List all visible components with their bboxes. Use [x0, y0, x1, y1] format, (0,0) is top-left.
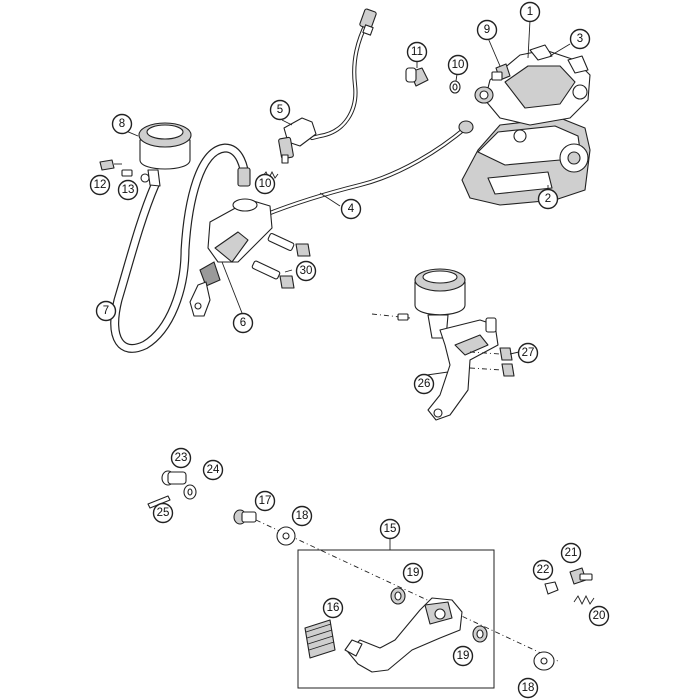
svg-text:2: 2	[545, 193, 551, 205]
svg-text:15: 15	[384, 523, 397, 535]
svg-text:12: 12	[94, 179, 107, 191]
svg-text:27: 27	[522, 347, 535, 359]
svg-text:6: 6	[240, 317, 246, 329]
callout-1: 1	[519, 1, 541, 23]
brake-light-switch	[278, 117, 317, 164]
reservoir-screw	[99, 159, 122, 171]
callout-24: 24	[202, 459, 224, 481]
svg-text:19: 19	[407, 567, 420, 579]
svg-text:7: 7	[103, 305, 109, 317]
nut-22	[544, 581, 559, 595]
callout-18-upper: 18	[291, 505, 313, 527]
svg-text:1: 1	[527, 6, 533, 18]
foot-brake-lever	[344, 597, 463, 673]
reservoir-nut	[121, 169, 133, 177]
callout-16: 16	[322, 597, 344, 619]
small-spring-10	[262, 170, 279, 180]
pedal-pivot-bolt	[233, 509, 561, 663]
bleeder-valve	[491, 63, 511, 81]
brake-caliper	[461, 117, 591, 206]
svg-text:18: 18	[522, 682, 535, 694]
callout-23: 23	[170, 447, 192, 469]
callout-18-lower: 18	[517, 677, 539, 699]
svg-text:22: 22	[537, 564, 550, 576]
callout-6: 6	[232, 312, 254, 334]
washer-18-upper	[276, 526, 296, 546]
svg-text:18: 18	[296, 510, 309, 522]
svg-text:3: 3	[577, 33, 583, 45]
svg-text:19: 19	[457, 650, 470, 662]
banjo-bolt	[405, 67, 429, 87]
callout-10-lower: 10	[254, 173, 276, 195]
sensor-cable	[309, 8, 377, 141]
callout-9: 9	[476, 19, 498, 41]
callout-15: 15	[379, 518, 401, 540]
callout-27: 27	[517, 342, 539, 364]
callout-20: 20	[588, 605, 610, 627]
callout-19-lower: 19	[452, 645, 474, 667]
svg-text:9: 9	[484, 24, 490, 36]
pedal-pin	[161, 470, 187, 486]
brake-line	[262, 120, 474, 218]
washer-18-lower	[533, 651, 555, 671]
callout-21: 21	[560, 542, 582, 564]
callout-7: 7	[95, 300, 117, 322]
svg-text:20: 20	[593, 610, 606, 622]
spring-16	[304, 619, 336, 659]
svg-text:26: 26	[418, 378, 431, 390]
callout-30: 30	[295, 260, 317, 282]
svg-text:10: 10	[259, 178, 272, 190]
callout-10-upper: 10	[447, 54, 469, 76]
svg-text:21: 21	[565, 547, 578, 559]
callout-22: 22	[532, 559, 554, 581]
brake-fluid-reservoir	[138, 122, 192, 187]
bracket-screws	[371, 313, 515, 377]
callout-11: 11	[406, 41, 428, 63]
callout-19-upper: 19	[402, 562, 424, 584]
callout-8: 8	[111, 113, 133, 135]
callout-25: 25	[152, 502, 174, 524]
callout-2: 2	[537, 188, 559, 210]
callout-5: 5	[269, 99, 291, 121]
reservoir-hose	[110, 143, 251, 353]
return-spring-20	[573, 594, 595, 606]
reservoir-bracket-assembly	[414, 268, 499, 421]
svg-text:10: 10	[452, 59, 465, 71]
svg-text:13: 13	[122, 184, 135, 196]
caliper-banjo-fitting	[474, 86, 494, 104]
cotter-pin	[147, 495, 171, 509]
master-cylinder-bolt-lower	[251, 260, 295, 289]
callout-26: 26	[413, 373, 435, 395]
sealing-ring-upper	[449, 80, 461, 94]
svg-text:16: 16	[327, 602, 340, 614]
svg-text:30: 30	[300, 265, 313, 277]
callout-4: 4	[340, 198, 362, 220]
svg-text:23: 23	[175, 452, 188, 464]
washer-24	[183, 484, 197, 500]
callout-13: 13	[117, 179, 139, 201]
svg-text:17: 17	[259, 495, 272, 507]
svg-text:24: 24	[207, 464, 220, 476]
svg-text:4: 4	[348, 203, 355, 215]
caliper-carrier	[484, 44, 591, 126]
leader-lines	[125, 19, 571, 376]
svg-text:11: 11	[411, 46, 423, 58]
bushing-19-lower	[472, 625, 488, 643]
callout-17: 17	[254, 490, 276, 512]
master-cylinder-bolt-upper	[267, 232, 311, 257]
svg-text:8: 8	[119, 118, 125, 130]
brake-pedal-kit-frame	[297, 549, 495, 689]
bolt-21	[569, 567, 593, 585]
svg-text:25: 25	[157, 507, 170, 519]
bushing-19-upper	[390, 587, 406, 605]
callout-3: 3	[569, 28, 591, 50]
rear-brake-master-cylinder	[189, 198, 273, 317]
svg-text:5: 5	[277, 104, 283, 116]
callout-12: 12	[89, 174, 111, 196]
